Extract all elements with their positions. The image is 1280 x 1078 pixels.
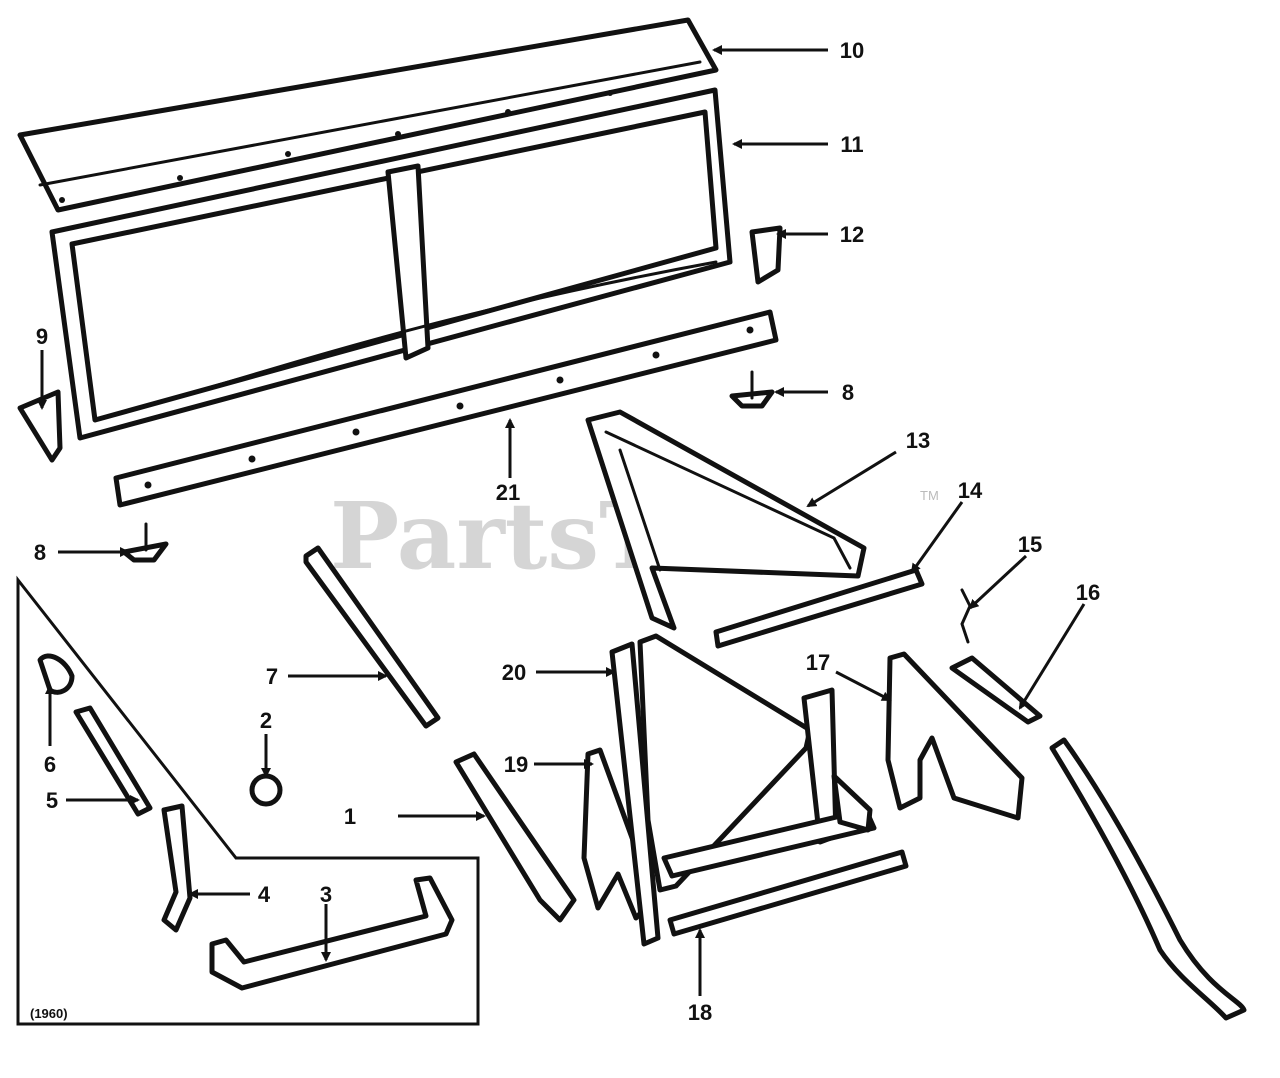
callout-4: 4 [258,882,271,907]
callout-9: 9 [36,324,48,349]
part-13-a-frame [585,409,867,631]
part-20-strap [609,641,661,947]
part-7-arm [303,545,441,729]
part-16-pin [949,655,1043,725]
part-12-bracket [749,225,783,285]
hitch-frame [637,633,877,893]
callout-8-left: 8 [34,540,46,565]
callout-14: 14 [958,478,983,503]
callout-19: 19 [504,752,528,777]
callout-6: 6 [44,752,56,777]
part-18-rod [667,849,909,937]
part-10-deflector [17,17,719,213]
leader-lines [37,45,1086,996]
callout-5: 5 [46,788,58,813]
callout-3: 3 [320,882,332,907]
part-17-side-plate [885,651,1025,821]
callout-16: 16 [1076,580,1100,605]
inset-year-note: (1960) [30,1006,68,1021]
callout-20: 20 [502,660,526,685]
callout-10: 10 [840,38,864,63]
callout-7: 7 [266,664,278,689]
callout-8-right: 8 [842,380,854,405]
part-8-wing-bolt-right [729,370,775,409]
callout-21: 21 [496,480,520,505]
callout-13: 13 [906,428,930,453]
callout-15: 15 [1018,532,1042,557]
part-9-end-plate [17,389,63,463]
callout-17: 17 [806,650,830,675]
part-8-wing-bolt-left [121,522,169,563]
part-15-clip [960,588,972,644]
part-21-cutting-edge [113,309,779,508]
long-lever [1049,737,1247,1021]
watermark-trademark: TM [920,488,939,503]
part-2-ring [249,773,283,807]
part-11-blade-frame [49,87,733,441]
callout-2: 2 [260,708,272,733]
callout-12: 12 [840,222,864,247]
inset-1960: (1960) [16,575,480,1026]
part-1-link [453,751,577,923]
callout-1: 1 [344,804,356,829]
callout-11: 11 [840,132,863,157]
callout-18: 18 [688,1000,712,1025]
part-14-rod [713,567,925,649]
